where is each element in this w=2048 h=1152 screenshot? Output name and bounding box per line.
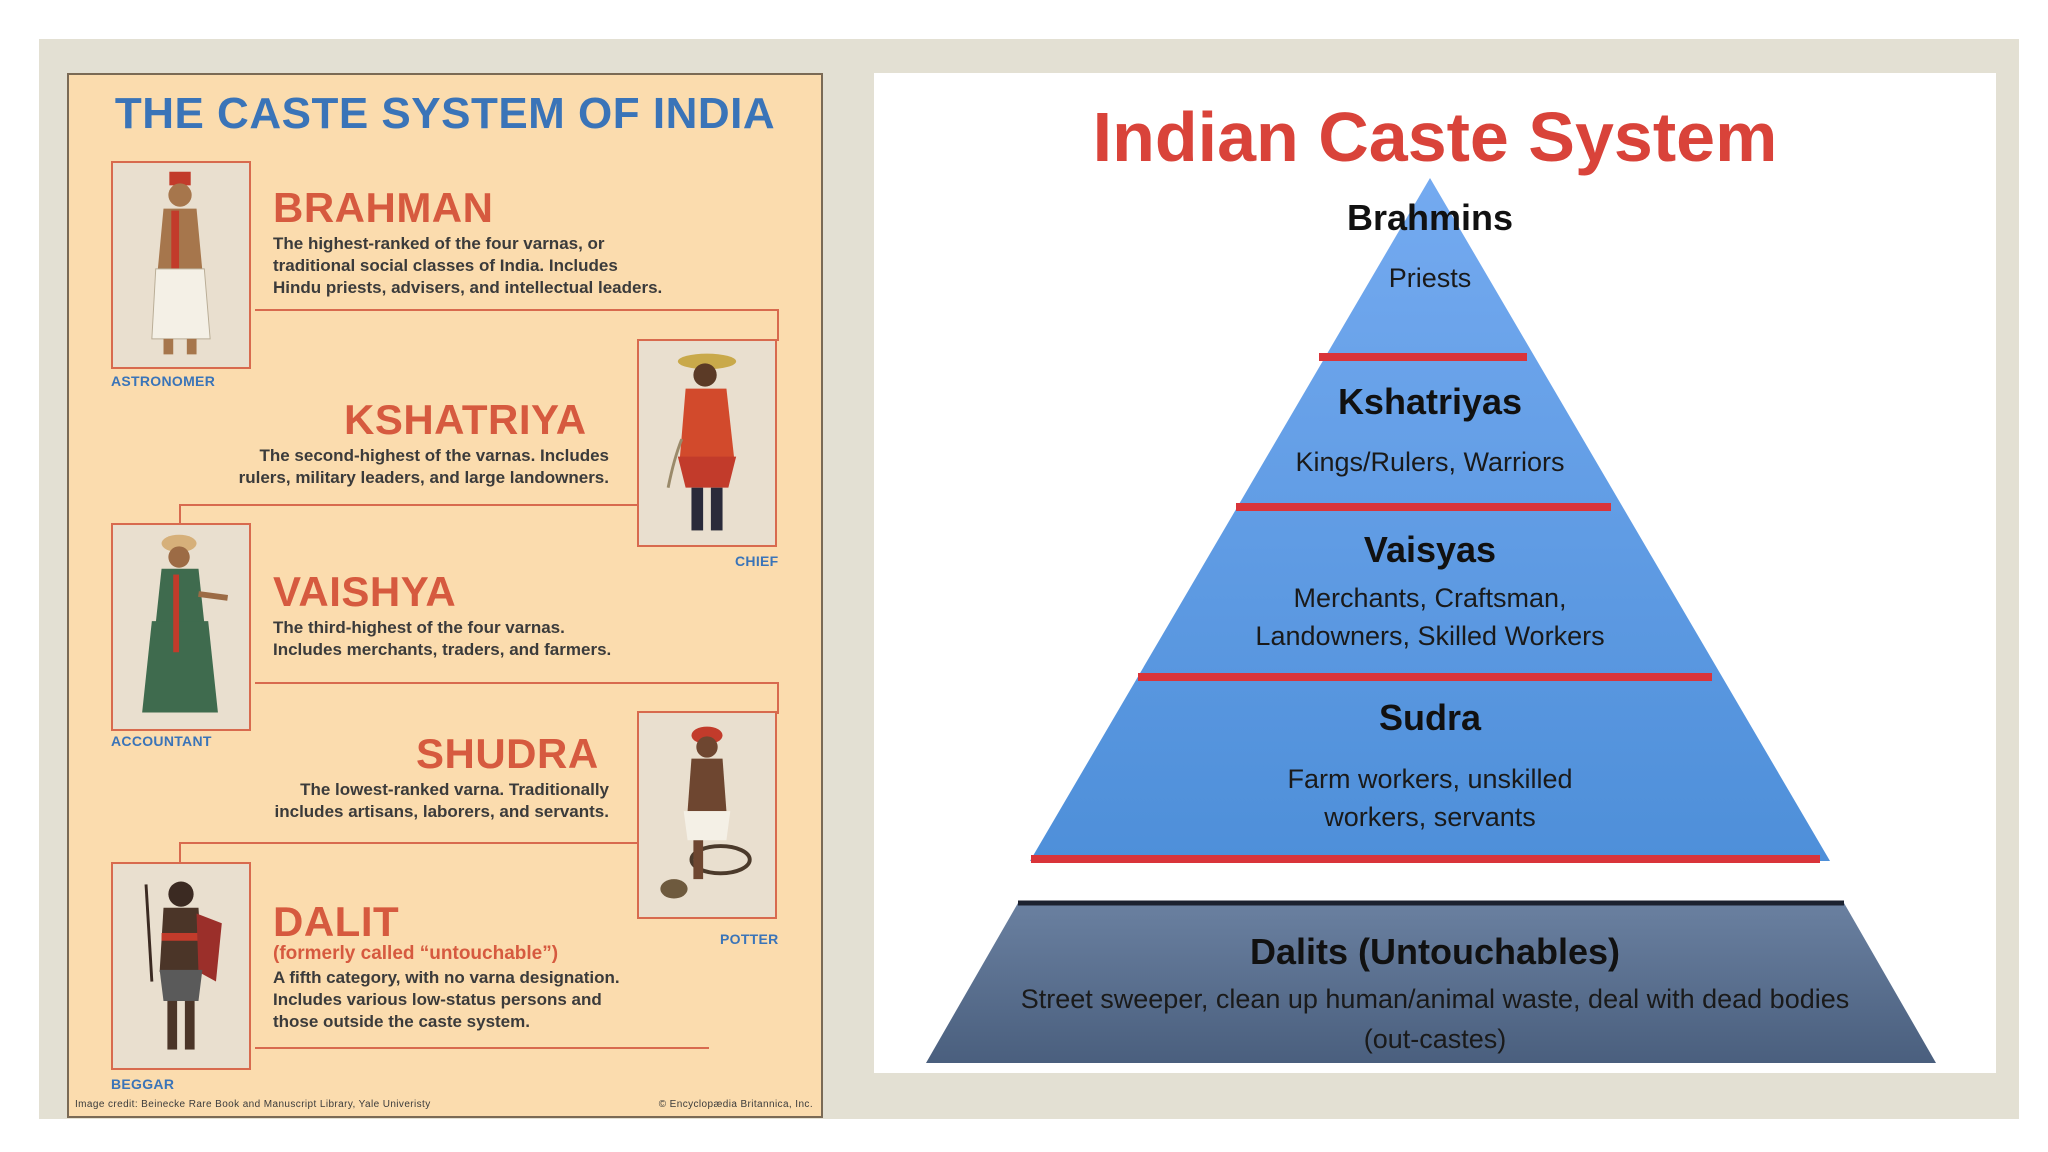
varna-description: The second-highest of the varnas. Includ… [139,445,609,489]
figure-caption: CHIEF [735,553,779,569]
figure-caption: POTTER [720,931,779,947]
tier-name-kshatriyas: Kshatriyas [1337,381,1523,422]
desc-line: rulers, military leaders, and large land… [238,468,609,487]
desc-line: Landowners, Skilled Workers [1255,621,1605,651]
desc-line: (out-castes) [1363,1024,1507,1054]
beggar-figure [111,862,251,1070]
dalit-desc: Street sweeper, clean up human/animal wa… [874,979,1996,1059]
pyramid-graphic [926,178,1936,1063]
varna-name-dalit: DALIT [273,898,400,945]
tier-desc: Priests [1388,263,1472,293]
tier-name-sudra: Sudra [1378,697,1482,738]
potter-figure [637,711,777,919]
copyright: © Encyclopædia Britannica, Inc. [658,1099,813,1110]
figure-caption: ACCOUNTANT [111,733,212,749]
figure-caption: BEGGAR [111,1076,175,1092]
desc-line: The highest-ranked of the four varnas, o… [273,234,605,253]
pyramid-title: Indian Caste System [1092,98,1778,176]
connector-line [255,1047,709,1051]
desc-line: Merchants, Craftsman, [1293,583,1567,613]
varna-name-kshatriya: KSHATRIYA [344,396,587,443]
tier-name-vaisyas: Vaisyas [1363,529,1497,570]
caste-poster: THE CASTE SYSTEM OF INDIA ASTRONOMER BRA… [67,73,823,1118]
tier-desc: Farm workers, unskilled workers, servant… [1080,760,1780,836]
desc-line: Farm workers, unskilled [1287,764,1573,794]
connector-line [255,309,779,341]
varna-description: The lowest-ranked varna. Traditionally i… [139,779,609,823]
varna-name-shudra: SHUDRA [416,730,599,777]
desc-line: The lowest-ranked varna. Traditionally [300,780,609,799]
varna-description: The third-highest of the four varnas. In… [273,617,743,661]
desc-line: The second-highest of the varnas. Includ… [259,446,609,465]
accountant-illustration-icon [113,525,249,729]
pyramid-panel: Indian Caste System Brahmins Priests Ksh… [874,73,1996,1073]
image-credit: Image credit: Beinecke Rare Book and Man… [75,1099,431,1110]
accountant-figure [111,523,251,731]
dalit-name: Dalits (Untouchables) [1249,931,1621,972]
pyramid-triangle [1030,178,1830,861]
varna-name-brahman: BRAHMAN [273,184,494,231]
beggar-illustration-icon [113,864,249,1068]
desc-line: those outside the caste system. [273,1012,530,1031]
desc-line: includes artisans, laborers, and servant… [274,802,609,821]
desc-line: The third-highest of the four varnas. [273,618,565,637]
poster-title: THE CASTE SYSTEM OF INDIA [114,89,776,138]
connector-line [179,504,639,526]
tier-name-brahmins: Brahmins [1346,197,1514,238]
potter-illustration-icon [639,713,775,917]
connector-line [255,682,779,714]
astronomer-figure [111,161,251,369]
desc-line: workers, servants [1324,802,1536,832]
desc-line: A fifth category, with no varna designat… [273,968,620,987]
desc-line: Hindu priests, advisers, and intellectua… [273,278,663,297]
varna-name-vaishya: VAISHYA [273,568,457,615]
connector-line [179,842,639,864]
desc-line: traditional social classes of India. Inc… [273,256,618,275]
chief-figure [637,339,777,547]
astronomer-illustration-icon [113,163,249,367]
figure-caption: ASTRONOMER [111,373,216,389]
varna-description: The highest-ranked of the four varnas, o… [273,233,743,299]
dalit-base [926,903,1936,1063]
tier-desc: Merchants, Craftsman, Landowners, Skille… [1080,579,1780,655]
desc-line: Street sweeper, clean up human/animal wa… [1020,984,1850,1014]
tier-desc: Kings/Rulers, Warriors [1295,447,1565,477]
chief-illustration-icon [639,341,775,545]
varna-description: A fifth category, with no varna designat… [273,967,743,1033]
desc-line: Includes merchants, traders, and farmers… [273,640,612,659]
desc-line: Includes various low-status persons and [273,990,602,1009]
dalit-subtitle: (formerly called “untouchable”) [273,943,559,964]
